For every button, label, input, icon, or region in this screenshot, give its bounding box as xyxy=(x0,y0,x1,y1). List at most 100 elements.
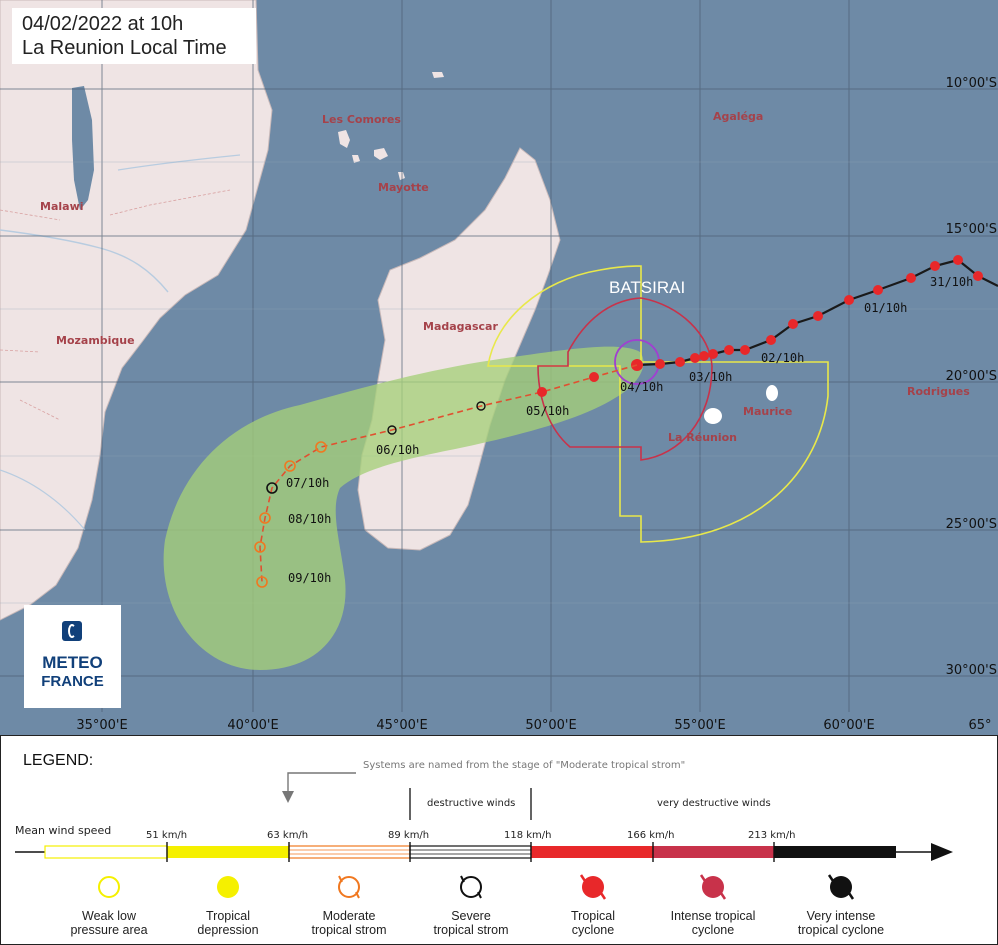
symbol-moderate-icon-arms xyxy=(338,875,360,899)
scale-moderate xyxy=(288,845,411,859)
symbol-very-intense-icon xyxy=(830,876,852,898)
lake-malawi xyxy=(72,86,94,210)
symbol-intense-label: Intense tropical cyclone xyxy=(648,909,778,937)
lat-label-30s: 30°00'S xyxy=(946,663,997,678)
symbol-very-intense-line1: Very intense xyxy=(806,909,876,923)
very-destructive-wind-radius xyxy=(537,297,713,461)
label-la-reunion: La Réunion xyxy=(668,431,737,444)
forecast-track xyxy=(259,364,638,583)
lat-label-20s: 20°00'S xyxy=(946,369,997,384)
threshold-213: 213 km/h xyxy=(748,830,796,841)
label-mayotte: Mayotte xyxy=(378,181,429,194)
mean-wind-label: Mean wind speed xyxy=(15,824,112,837)
island-agalega xyxy=(432,72,444,78)
forecast-positions xyxy=(254,372,599,588)
observed-positions xyxy=(631,255,983,371)
legend-title: LEGEND: xyxy=(23,752,94,769)
legend-graphics xyxy=(15,772,953,900)
label-mozambique: Mozambique xyxy=(56,334,135,347)
symbol-tropical-depression-label: Tropical depression xyxy=(163,909,293,937)
forecast-date: 04/02/2022 at 10h xyxy=(22,13,184,35)
symbol-very-intense-icon-arms xyxy=(827,874,855,900)
symbol-intense-icon-arms xyxy=(699,874,727,900)
symbol-severe-line1: Severe xyxy=(451,909,491,923)
symbol-very-intense-label: Very intense tropical cyclone xyxy=(776,909,906,937)
map-canvas: Malawi Mozambique Les Comores Mayotte Ma… xyxy=(0,0,998,735)
symbol-tropical-cyclone-line1: Tropical xyxy=(571,909,615,923)
river-zambezi xyxy=(0,229,169,293)
symbol-severe-icon-arms xyxy=(460,875,482,899)
symbol-weak-low-line2: pressure area xyxy=(70,923,148,937)
lon-label-55e: 55°00'E xyxy=(674,718,725,733)
scale-tropical-cyclone xyxy=(531,846,653,858)
symbol-moderate-line2: tropical strom xyxy=(311,923,387,937)
symbol-moderate-icon xyxy=(338,876,360,898)
island-comores-1 xyxy=(338,130,350,148)
symbol-weak-low-label: Weak low pressure area xyxy=(44,909,174,937)
date-label-07: 07/10h xyxy=(286,476,329,490)
symbol-moderate-label: Moderate tropical strom xyxy=(284,909,414,937)
forecast-timezone: La Reunion Local Time xyxy=(22,37,227,59)
date-label-01: 01/10h xyxy=(864,301,907,315)
label-maurice: Maurice xyxy=(743,405,792,418)
threshold-118: 118 km/h xyxy=(504,830,552,841)
meteo-france-logo-icon xyxy=(62,621,82,641)
symbol-tropical-depression-icon xyxy=(217,876,239,898)
destructive-label: destructive winds xyxy=(427,798,516,809)
land-africa xyxy=(0,0,273,621)
meteo-france-logo: METEO FRANCE xyxy=(24,605,121,708)
river-rovuma xyxy=(117,154,241,171)
island-maurice xyxy=(766,385,778,401)
lat-label-10s: 10°00'S xyxy=(946,76,997,91)
symbol-tropical-cyclone-icon-arms xyxy=(579,874,607,900)
lon-label-65e: 65° xyxy=(968,718,991,733)
lat-label-25s: 25°00'S xyxy=(946,517,997,532)
symbol-severe-icon xyxy=(460,876,482,898)
symbol-tropical-depression-line1: Tropical xyxy=(206,909,250,923)
naming-arrow-line xyxy=(287,772,356,793)
threshold-166: 166 km/h xyxy=(627,830,675,841)
date-label-09: 09/10h xyxy=(288,571,331,585)
lon-label-35e: 35°00'E xyxy=(76,718,127,733)
date-label-08: 08/10h xyxy=(288,512,331,526)
symbol-weak-low-icon xyxy=(98,876,120,898)
threshold-89: 89 km/h xyxy=(388,830,430,841)
island-la-reunion xyxy=(704,408,722,424)
scale-severe xyxy=(409,845,532,859)
scale-weak-low xyxy=(44,845,168,859)
lon-label-60e: 60°00'E xyxy=(823,718,874,733)
label-agalega: Agaléga xyxy=(713,110,763,123)
date-label-03: 03/10h xyxy=(689,370,732,384)
symbol-tropical-cyclone-line2: cyclone xyxy=(571,923,615,937)
island-comores-2 xyxy=(352,155,360,163)
date-label-31: 31/10h xyxy=(930,275,973,289)
legend-panel: LEGEND: xyxy=(0,735,998,945)
river-limpopo xyxy=(0,469,86,531)
storm-name: BATSIRAI xyxy=(609,278,685,297)
label-malawi: Malawi xyxy=(40,200,84,213)
symbol-tropical-cyclone-label: Tropical cyclone xyxy=(528,909,658,937)
symbol-severe-line2: tropical strom xyxy=(433,923,509,937)
forecast-time-box: 04/02/2022 at 10h La Reunion Local Time xyxy=(12,8,256,64)
symbol-very-intense-line2: tropical cyclone xyxy=(797,923,885,937)
cyclone-track-map: Malawi Mozambique Les Comores Mayotte Ma… xyxy=(0,0,998,735)
symbol-weak-low-line1: Weak low xyxy=(82,909,136,923)
symbol-tropical-depression-line2: depression xyxy=(197,923,259,937)
threshold-51: 51 km/h xyxy=(146,830,188,841)
symbol-intense-line2: cyclone xyxy=(691,923,735,937)
forecast-cone xyxy=(163,346,644,670)
label-les-comores: Les Comores xyxy=(322,113,401,126)
threshold-63: 63 km/h xyxy=(267,830,309,841)
logo-line-2: FRANCE xyxy=(41,673,104,690)
date-label-06: 06/10h xyxy=(376,443,419,457)
symbol-moderate-line1: Moderate xyxy=(322,909,376,923)
island-comores-3 xyxy=(374,148,388,160)
date-label-05: 05/10h xyxy=(526,404,569,418)
naming-note: Systems are named from the stage of "Mod… xyxy=(363,760,686,771)
label-rodrigues: Rodrigues xyxy=(907,385,970,398)
longitude-label-band xyxy=(0,712,998,735)
symbol-severe-label: Severe tropical strom xyxy=(406,909,536,937)
lon-label-45e: 45°00'E xyxy=(376,718,427,733)
label-madagascar: Madagascar xyxy=(423,320,498,333)
scale-tropical-depression xyxy=(167,846,289,858)
